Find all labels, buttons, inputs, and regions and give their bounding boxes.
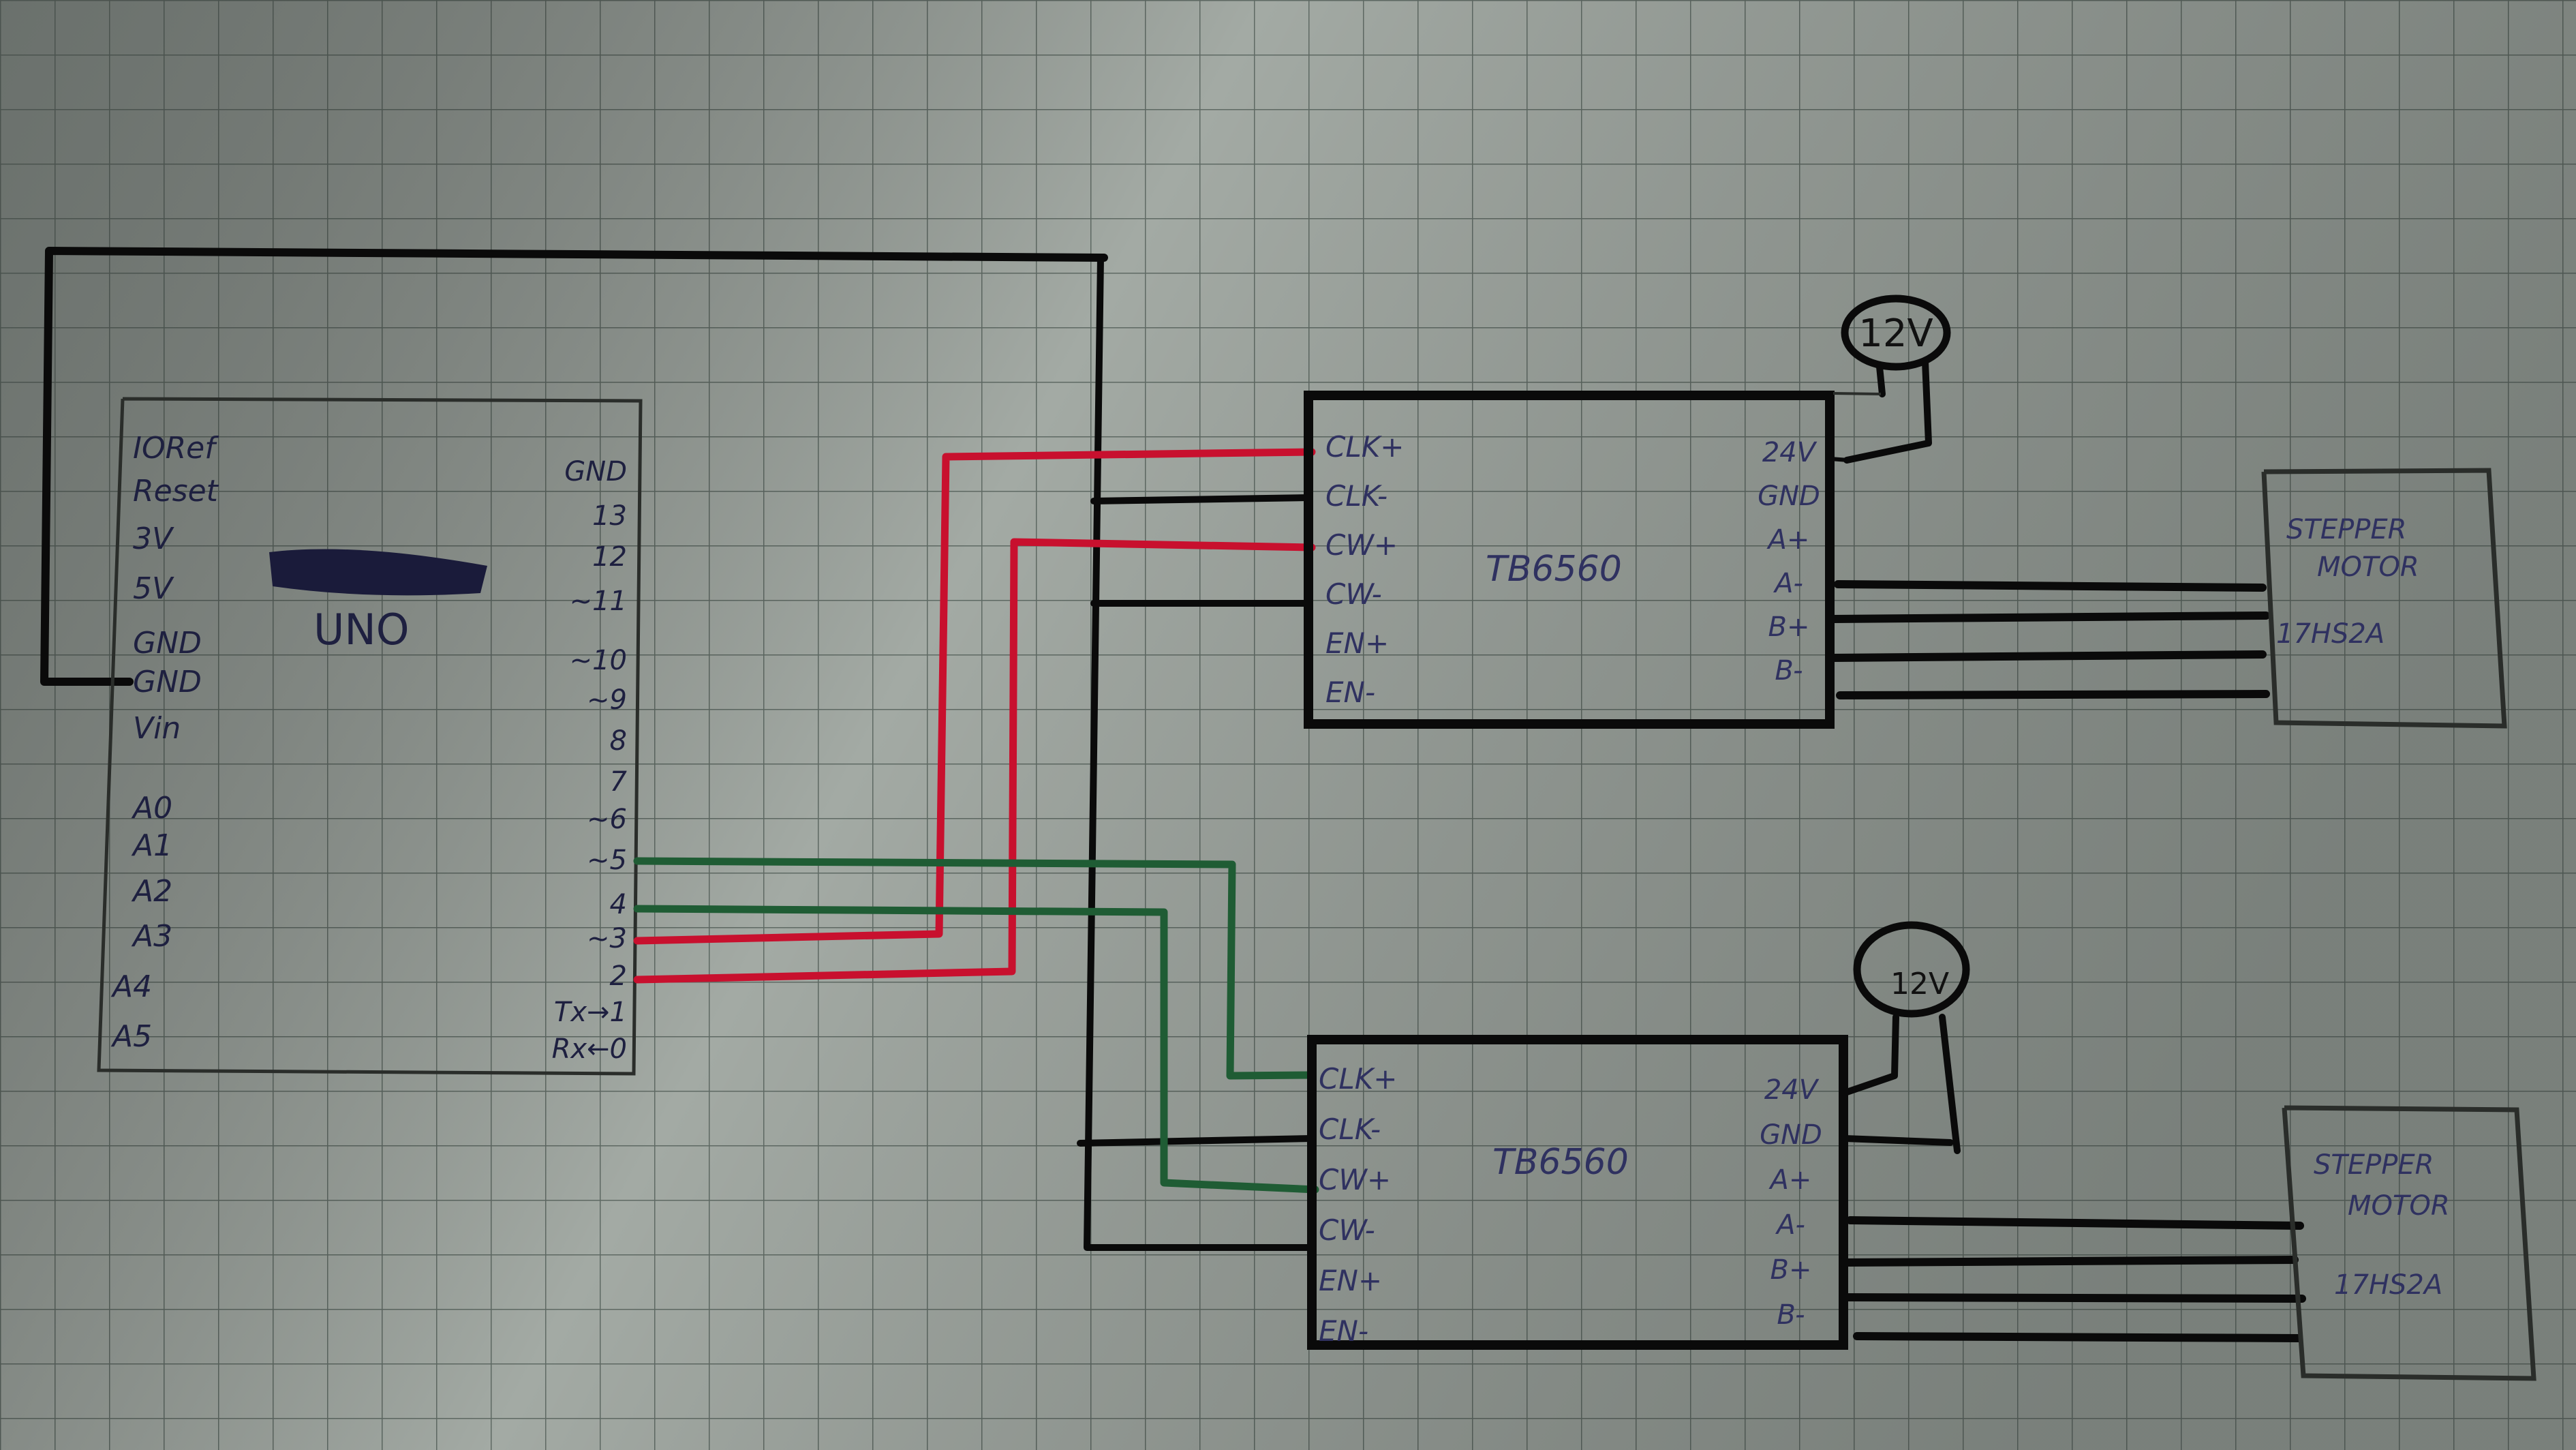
motor-1-wires: [1829, 580, 2270, 699]
arduino-right-pin-1: 13: [592, 500, 627, 532]
arduino-right-pin-0: GND: [564, 456, 627, 487]
arduino-right-pin-5: ~9: [587, 684, 627, 716]
driver-2-name: TB6560: [1492, 1142, 1629, 1183]
driver-1-in-pin-4: EN+: [1325, 626, 1389, 660]
arduino-left-pin-0: IORef: [133, 431, 219, 466]
motor-2-line2: MOTOR: [2348, 1190, 2450, 1222]
power-supply-12v-2: 12V: [1841, 921, 1970, 1154]
driver-1-name: TB6560: [1486, 549, 1622, 590]
driver-2-out-pin-2: A+: [1768, 1164, 1812, 1196]
driver-1-output-pins: 24V GND A+ A- B+ B-: [1758, 437, 1820, 686]
driver-2-out-pin-5: B-: [1777, 1299, 1805, 1331]
stepper-motor-1: STEPPER MOTOR 17HS2A: [2261, 468, 2507, 729]
driver-2-in-pin-1: CLK-: [1319, 1113, 1381, 1146]
gnd-bus-wire: [40, 247, 1315, 1251]
arduino-right-pin-8: ~6: [587, 804, 627, 835]
arduino-left-pin-8: A1: [131, 828, 172, 863]
driver-2-output-pins: 24V GND A+ A- B+ B-: [1760, 1074, 1822, 1331]
arduino-uno-board: UNO IORefReset3V5VGNDGNDVinA0A1A2A3A4A5 …: [97, 397, 643, 1076]
tb6560-driver-2: TB6560 CLK+ CLK- CW+ CW- EN+ EN- 24V GND A+ A- B+…: [1307, 1035, 1848, 1350]
driver-1-out-pin-2: A+: [1766, 524, 1810, 556]
arduino-right-pin-9: ~5: [587, 845, 627, 876]
arduino-right-pin-4: ~10: [570, 645, 627, 676]
driver-2-out-pin-4: B+: [1770, 1254, 1812, 1286]
arduino-left-pin-11: A4: [110, 969, 152, 1004]
driver-1-out-pin-0: 24V: [1762, 437, 1818, 468]
driver-1-out-pin-4: B+: [1768, 611, 1810, 643]
driver-1-in-pin-2: CW+: [1325, 528, 1398, 562]
power-supply-12v-1: 12V: [1828, 294, 1951, 464]
supply-1-label: 12V: [1858, 312, 1933, 356]
arduino-left-pin-5: GND: [133, 665, 202, 699]
arduino-left-pin-1: Reset: [133, 474, 219, 509]
red-wire-pin2-cw: [633, 538, 1316, 984]
arduino-right-pin-3: ~11: [570, 586, 627, 617]
driver-2-out-pin-0: 24V: [1764, 1074, 1820, 1106]
arduino-right-pin-2: 12: [592, 541, 627, 573]
motor-2-wires: [1839, 1216, 2306, 1342]
arduino-left-pin-4: GND: [133, 626, 202, 661]
arduino-left-pin-7: A0: [131, 791, 172, 826]
arduino-label: UNO: [313, 605, 410, 654]
arduino-right-pins: GND 13 12 ~11 ~10 ~9 8 7 ~6 ~5 4~3 2Tx→1Rx←0: [552, 456, 628, 1065]
green-wire-pin5-clk: [633, 857, 1316, 1080]
motor-2-line1: STEPPER: [2314, 1149, 2434, 1181]
arduino-left-pin-2: 3V: [133, 522, 174, 556]
arduino-right-pin-10: 4: [610, 889, 627, 920]
supply-2-label: 12V: [1890, 967, 1949, 1001]
driver-2-in-pin-5: EN-: [1319, 1314, 1368, 1348]
motor-1-line2: MOTOR: [2317, 552, 2419, 583]
driver-1-in-pin-3: CW-: [1325, 577, 1382, 611]
arduino-right-pin-12: 2: [610, 961, 627, 992]
driver-2-out-pin-1: GND: [1760, 1119, 1822, 1151]
driver-1-in-pin-1: CLK-: [1325, 479, 1387, 513]
red-wire-pin3-clk: [633, 448, 1316, 945]
driver-1-out-pin-1: GND: [1758, 481, 1820, 512]
motor-2-model: 17HS2A: [2334, 1269, 2442, 1301]
driver-2-in-pin-2: CW+: [1319, 1163, 1391, 1196]
driver-1-in-pin-5: EN-: [1325, 676, 1375, 709]
driver-2-in-pin-0: CLK+: [1319, 1062, 1397, 1096]
arduino-left-pin-9: A2: [131, 874, 172, 909]
redacted-scribble: [269, 549, 487, 596]
arduino-right-pin-6: 8: [610, 725, 627, 757]
driver-1-input-pins: CLK+ CLK- CW+ CW- EN+ EN-: [1325, 430, 1404, 709]
arduino-right-pin-14: Rx←0: [552, 1033, 627, 1065]
green-wire-pin4-cw: [633, 905, 1319, 1194]
driver-2-in-pin-3: CW-: [1319, 1213, 1375, 1247]
driver-2-input-pins: CLK+ CLK- CW+ CW- EN+ EN-: [1319, 1062, 1397, 1348]
arduino-right-pin-7: 7: [610, 766, 628, 798]
driver-1-out-pin-5: B-: [1775, 655, 1803, 686]
driver-1-in-pin-0: CLK+: [1325, 430, 1404, 464]
stepper-motor-2: STEPPER MOTOR 17HS2A: [2282, 1105, 2536, 1381]
tb6560-driver-1: TB6560 CLK+ CLK- CW+ CW- EN+ EN- 24V GND A+ A- B+…: [1304, 391, 1835, 729]
driver-1-out-pin-3: A-: [1773, 568, 1803, 599]
arduino-left-pin-10: A3: [131, 919, 172, 954]
motor-1-model: 17HS2A: [2276, 618, 2385, 650]
motor-1-line1: STEPPER: [2286, 514, 2406, 545]
arduino-left-pin-12: A5: [110, 1019, 152, 1054]
arduino-left-pin-3: 5V: [133, 571, 174, 606]
driver-2-in-pin-4: EN+: [1319, 1264, 1382, 1297]
arduino-right-pin-13: Tx→1: [554, 997, 627, 1028]
arduino-left-pin-6: Vin: [133, 711, 181, 746]
driver-2-out-pin-3: A-: [1775, 1209, 1805, 1241]
arduino-right-pin-11: ~3: [587, 923, 627, 954]
